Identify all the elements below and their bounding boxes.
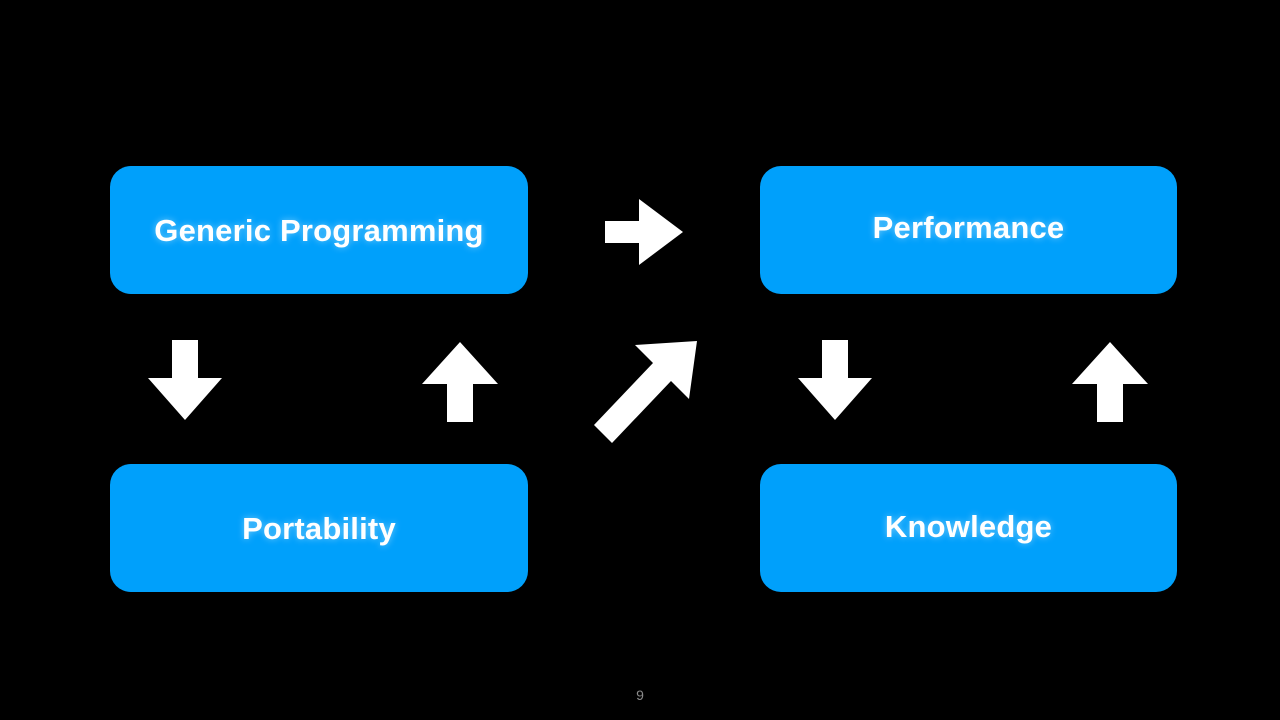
arrow-up-icon — [1070, 340, 1150, 424]
arrow-down-icon — [796, 338, 874, 422]
node-portability[interactable]: Portability — [110, 464, 528, 592]
arrow-right-icon — [603, 197, 685, 267]
node-generic-programming[interactable]: Generic Programming — [110, 166, 528, 294]
arrow-down-icon — [146, 338, 224, 422]
arrow-up-icon — [420, 340, 500, 424]
node-performance[interactable]: Performance — [760, 166, 1177, 294]
node-label: Knowledge — [884, 508, 1053, 544]
node-label: Performance — [872, 209, 1065, 245]
page-number: 9 — [636, 687, 644, 703]
node-label: Portability — [242, 510, 396, 546]
node-knowledge[interactable]: Knowledge — [760, 464, 1177, 592]
arrow-up-right-icon — [590, 336, 702, 448]
node-label: Generic Programming — [154, 212, 484, 248]
